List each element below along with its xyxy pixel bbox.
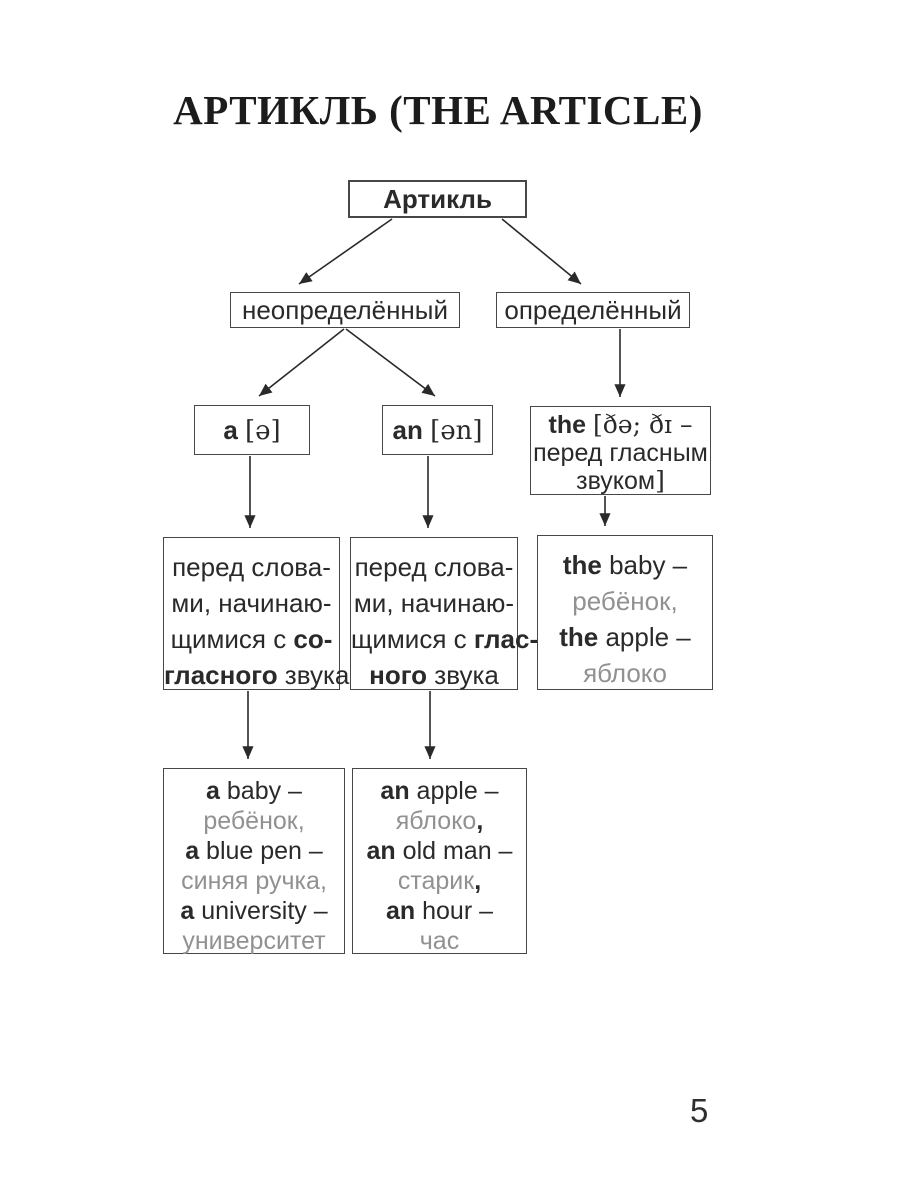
text-segment: щимися с [170, 624, 294, 654]
text-segment: ] [655, 466, 665, 495]
text-segment: old man – [395, 837, 513, 865]
text-line: an hour – [353, 896, 526, 926]
text-line: an old man – [353, 836, 526, 866]
text-segment: , [476, 807, 484, 835]
text-line: ного звука [351, 657, 517, 693]
text-segment: ребёнок, [572, 586, 678, 616]
text-segment: , [474, 867, 482, 895]
text-segment: перед гласным [533, 439, 708, 467]
text-line: старик, [353, 866, 526, 896]
text-line: ребёнок, [164, 806, 344, 836]
text-segment: the [559, 622, 599, 652]
text-line: гласного звука [164, 657, 349, 693]
text-line: яблоко, [353, 806, 526, 836]
node-a: a [ə] [194, 405, 310, 455]
text-segment: перед слова- [354, 552, 514, 582]
text-segment: неопределённый [241, 294, 449, 325]
text-segment: глас- [473, 624, 539, 654]
text-segment: ми, начинаю- [353, 588, 515, 618]
text-segment: a [223, 414, 245, 445]
text-segment: [ə] [245, 415, 281, 446]
text-segment: a [185, 837, 200, 865]
text-line: университет [164, 926, 344, 956]
node-the-examples: the baby –ребёнок,the apple –яблоко [537, 535, 713, 690]
text-segment: [ðə; ðɪ – [592, 410, 693, 439]
text-segment: the [562, 550, 602, 580]
text-segment: university – [194, 897, 328, 925]
node-an: an [ən] [382, 405, 493, 455]
text-line: a blue pen – [164, 836, 344, 866]
text-line: ребёнок, [538, 583, 712, 619]
text-segment: звука [427, 660, 499, 690]
text-segment: Артикль [383, 183, 492, 214]
text-line: ми, начинаю- [164, 585, 339, 621]
text-line: перед гласным [531, 439, 710, 467]
text-line: a baby – [164, 776, 344, 806]
node-article: Артикль [348, 180, 527, 218]
node-definite: определённый [496, 292, 690, 328]
text-segment: an [392, 414, 431, 445]
text-segment: звуком [576, 467, 656, 495]
text-segment: the [548, 411, 593, 439]
text-segment: an [380, 777, 410, 805]
text-line: the baby – [538, 547, 712, 583]
node-rule-consonant: перед слова-ми, начинаю-щимися с со-глас… [163, 537, 349, 693]
node-indefinite: неопределённый [230, 292, 460, 328]
arrow-indefinite-to-an [345, 328, 436, 397]
text-segment: звука [277, 660, 350, 690]
text-line: перед слова- [164, 549, 339, 585]
text-line: определённый [504, 295, 681, 326]
text-segment: яблоко [583, 658, 667, 688]
text-segment: baby – [601, 550, 688, 580]
text-line: час [353, 926, 526, 956]
text-segment: определённый [504, 294, 682, 325]
text-segment: со- [293, 624, 333, 654]
text-segment: baby – [219, 777, 302, 805]
text-segment: старик [397, 867, 475, 895]
text-segment: apple – [598, 622, 691, 652]
text-segment: университет [182, 927, 326, 955]
text-line: a [ə] [223, 415, 280, 446]
text-segment: гласного [164, 660, 278, 690]
text-segment: a [180, 897, 195, 925]
arrow-article-to-definite [501, 218, 582, 285]
text-segment: час [419, 927, 460, 955]
text-segment: перед слова- [172, 552, 331, 582]
text-line: неопределённый [242, 295, 448, 326]
text-segment: ребёнок, [203, 807, 305, 835]
text-line: an [ən] [393, 415, 483, 446]
text-segment: ного [369, 660, 428, 690]
text-segment: an [366, 837, 396, 865]
node-rule-vowel: перед слова-ми, начинаю-щимися с глас-но… [350, 537, 538, 693]
text-line: синяя ручка, [164, 866, 344, 896]
arrow-article-to-indefinite [298, 218, 393, 285]
text-segment: blue pen – [199, 837, 323, 865]
page-title: АРТИКЛЬ (THE ARTICLE) [173, 87, 703, 133]
arrow-indefinite-to-a [258, 328, 345, 397]
text-segment: an [385, 897, 416, 925]
text-line: an apple – [353, 776, 526, 806]
node-an-examples: an apple –яблоко,an old man –старик,an h… [352, 768, 527, 956]
text-line: перед слова- [351, 549, 517, 585]
text-segment: синяя ручка, [181, 867, 327, 895]
text-segment: яблоко [395, 807, 477, 835]
text-line: the apple – [538, 619, 712, 655]
text-segment: hour – [415, 897, 494, 925]
text-segment: ми, начинаю- [171, 588, 332, 618]
text-line: Артикль [383, 184, 492, 215]
text-line: яблоко [538, 655, 712, 691]
text-line: щимися с со- [164, 621, 339, 657]
text-line: a university – [164, 896, 344, 926]
text-segment: щимися с [351, 624, 474, 654]
page-number: 5 [690, 1092, 709, 1129]
text-segment: a [206, 777, 220, 805]
text-line: звуком] [531, 466, 710, 496]
text-segment: apple – [409, 777, 499, 805]
text-segment: [ən] [430, 415, 483, 446]
text-line: the [ðə; ðɪ – [531, 410, 710, 440]
text-line: ми, начинаю- [351, 585, 517, 621]
text-line: щимися с глас- [351, 621, 538, 657]
node-a-examples: a baby –ребёнок,a blue pen –синяя ручка,… [163, 768, 345, 956]
